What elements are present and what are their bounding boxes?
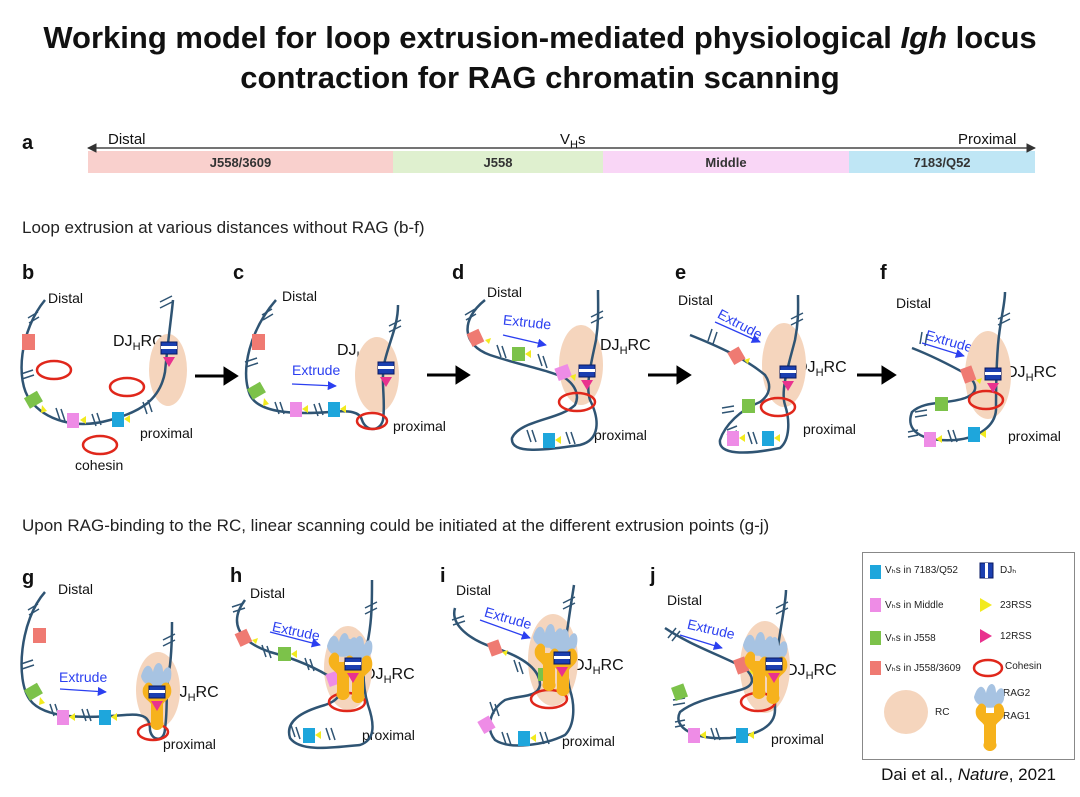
citation: Dai et al., Nature, 2021 xyxy=(881,765,1056,784)
panel-d-letter: d xyxy=(452,262,465,284)
segment-j558: J558 xyxy=(393,151,603,173)
panel-f-proximal-label: proximal xyxy=(1008,428,1061,444)
panel-f-diagram xyxy=(907,291,1011,447)
legend-middle-label: Vₕs in Middle xyxy=(885,600,944,611)
segment-j558-3609: J558/3609 xyxy=(88,151,393,173)
legend-cohesin-label: Cohesin xyxy=(1005,661,1042,672)
segment-middle: Middle xyxy=(603,151,849,173)
panel-e-proximal-label: proximal xyxy=(803,421,856,437)
legend-23rss-swatch xyxy=(980,598,992,612)
panel-f-letter: f xyxy=(880,262,887,284)
panel-g-distal-label: Distal xyxy=(58,581,94,597)
panel-j-diagram xyxy=(664,589,790,743)
panel-d-distal-label: Distal xyxy=(487,284,523,300)
panel-b-cohesin-label: cohesin xyxy=(75,457,124,473)
legend-12rss-swatch xyxy=(980,629,992,643)
legend-rc-swatch xyxy=(884,690,928,734)
legend-q52-swatch xyxy=(870,565,881,579)
panel-e-letter: e xyxy=(675,262,687,284)
segment-7183-q52: 7183/Q52 xyxy=(849,151,1035,173)
panel-c-diagram xyxy=(244,299,402,431)
panel-b-diagram xyxy=(20,295,187,456)
panel-c-distal-label: Distal xyxy=(282,288,318,304)
panel-h-proximal-label: proximal xyxy=(362,727,415,743)
panel-b-letter: b xyxy=(22,262,35,284)
panel-d-proximal-label: proximal xyxy=(594,427,647,443)
legend-rag2-label: RAG2 xyxy=(1003,688,1031,699)
legend-j558-label: Vₕs in J558 xyxy=(885,633,936,644)
legend-symbols xyxy=(870,562,1005,751)
legend-j558-3609-swatch xyxy=(870,661,881,675)
transition-arrows xyxy=(195,365,897,386)
panel-j-proximal-label: proximal xyxy=(771,731,824,747)
legend-dj-swatch xyxy=(979,562,994,579)
panel-f-distal-label: Distal xyxy=(896,295,932,311)
legend-j558-swatch xyxy=(870,631,881,645)
panel-i-letter: i xyxy=(440,565,446,587)
panel-j-djhrc-label: DJHRC xyxy=(786,662,837,683)
panel-c-proximal-label: proximal xyxy=(393,418,446,434)
panel-b-distal-label: Distal xyxy=(48,290,84,306)
panel-g-diagram xyxy=(20,591,180,742)
panel-i-diagram xyxy=(451,584,578,747)
panel-j-distal-label: Distal xyxy=(667,592,703,608)
figure-title-line1: Working model for loop extrusion-mediate… xyxy=(43,20,1037,55)
legend-q52-label: Vₕs in 7183/Q52 xyxy=(885,565,958,576)
panel-d-djhrc-label: DJHRC xyxy=(600,337,651,358)
panel-c-extrude-label: Extrude xyxy=(292,362,341,378)
legend-middle-swatch xyxy=(870,598,881,612)
legend-rag1-label: RAG1 xyxy=(1003,711,1031,722)
legend-cohesin-swatch xyxy=(972,658,1004,678)
panel-g-letter: g xyxy=(22,567,35,589)
legend-dj-label: DJₕ xyxy=(1000,565,1017,576)
legend-12rss-label: 12RSS xyxy=(1000,631,1032,642)
panel-b-proximal-label: proximal xyxy=(140,425,193,441)
panel-e-diagram xyxy=(689,294,806,454)
panel-i-djhrc-label: DJHRC xyxy=(573,657,624,678)
panel-i-proximal-label: proximal xyxy=(562,733,615,749)
figure-title-line2: contraction for RAG chromatin scanning xyxy=(240,60,840,95)
legend-j558-3609-label: Vₕs in J558/3609 xyxy=(885,663,961,674)
panel-h-letter: h xyxy=(230,565,243,587)
legend-23rss-label: 23RSS xyxy=(1000,600,1032,611)
legend-rc-label: RC xyxy=(935,707,950,718)
legend-rag-swatch xyxy=(974,684,1005,751)
panel-c-letter: c xyxy=(233,262,245,284)
panel-h-distal-label: Distal xyxy=(250,585,286,601)
panel-g-extrude-label: Extrude xyxy=(59,669,108,685)
panel-g-proximal-label: proximal xyxy=(163,736,216,752)
panel-e-distal-label: Distal xyxy=(678,292,714,308)
panel-d-diagram xyxy=(464,289,604,451)
panel-h-diagram xyxy=(231,579,378,750)
panel-i-distal-label: Distal xyxy=(456,582,492,598)
section1-caption: Loop extrusion at various distances with… xyxy=(22,218,425,237)
panel-j-letter: j xyxy=(650,565,656,587)
panel-a-letter: a xyxy=(22,132,34,154)
section2-caption: Upon RAG-binding to the RC, linear scann… xyxy=(22,516,770,535)
